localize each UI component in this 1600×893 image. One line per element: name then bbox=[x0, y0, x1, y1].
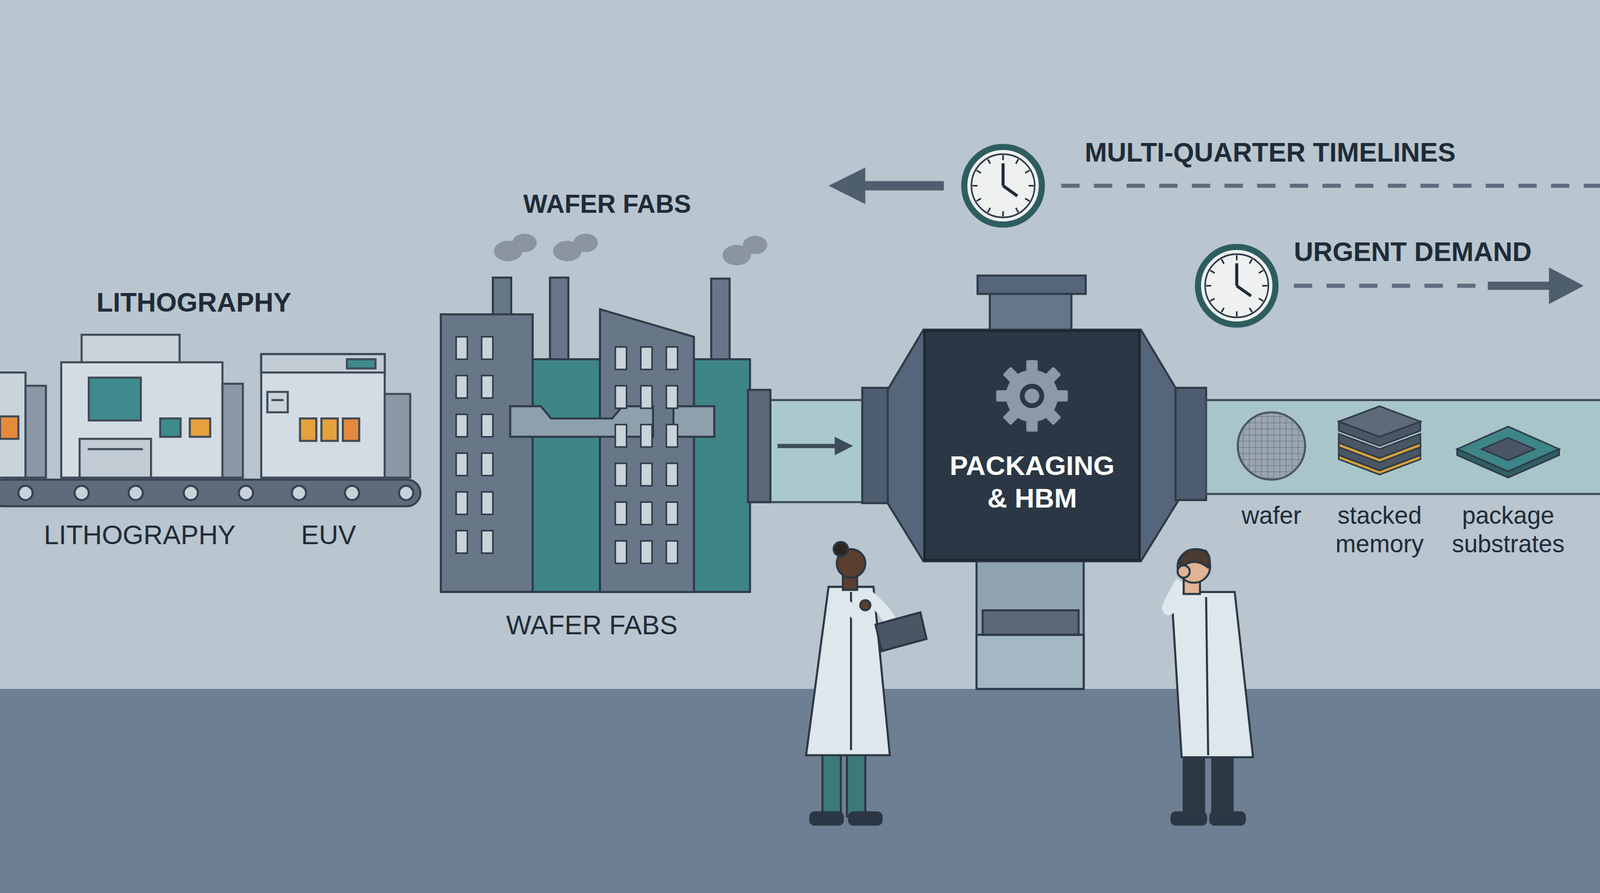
clock-tick bbox=[1236, 311, 1238, 317]
clock-tick bbox=[1221, 308, 1224, 313]
fab-window bbox=[481, 530, 493, 554]
fab-window bbox=[481, 452, 493, 476]
fab-window bbox=[456, 491, 468, 515]
fab-window bbox=[456, 414, 468, 438]
gear-body bbox=[1005, 369, 1059, 423]
wafer-icon bbox=[1234, 409, 1309, 483]
fab-window bbox=[640, 424, 652, 448]
fab-window bbox=[615, 386, 627, 409]
input-pipe bbox=[747, 390, 867, 503]
fab-window bbox=[481, 414, 493, 438]
fab-window bbox=[640, 347, 652, 370]
gear-icon bbox=[991, 355, 1073, 437]
label-text: stacked memory bbox=[1321, 501, 1438, 559]
fab-window bbox=[615, 347, 627, 370]
fab-window bbox=[615, 424, 627, 448]
fab-window bbox=[481, 336, 493, 360]
process-box: PACKAGING & HBM bbox=[923, 329, 1141, 562]
fab-window bbox=[666, 347, 678, 370]
label-text: EUV bbox=[301, 520, 357, 552]
fab-smoke bbox=[493, 233, 767, 266]
label-text: MULTI-QUARTER TIMELINES bbox=[1084, 137, 1456, 169]
label-text: wafer bbox=[1241, 501, 1302, 530]
clock-tick bbox=[1249, 308, 1252, 313]
scientist bbox=[806, 541, 927, 825]
clock-tick bbox=[976, 170, 982, 173]
clock-tick bbox=[1025, 170, 1030, 173]
label-text: WAFER FABS bbox=[523, 188, 691, 219]
fab-window bbox=[666, 463, 678, 487]
fab-window bbox=[666, 386, 678, 409]
litho-machine bbox=[61, 334, 243, 478]
clock-tick bbox=[987, 159, 991, 164]
clock-tick bbox=[1210, 298, 1216, 301]
demand-arrow bbox=[1293, 267, 1584, 305]
conveyor bbox=[0, 479, 421, 507]
package-substrate-icon bbox=[1456, 426, 1560, 478]
clock-tick bbox=[1249, 259, 1252, 264]
fab-window bbox=[615, 540, 627, 564]
label-text: package substrates bbox=[1440, 501, 1576, 559]
clock-tick bbox=[1210, 270, 1216, 273]
fab-window bbox=[456, 530, 468, 554]
fab-window bbox=[640, 540, 652, 564]
fab-window bbox=[666, 502, 678, 525]
gear-hole bbox=[1019, 383, 1045, 409]
clock-icon bbox=[1197, 247, 1275, 325]
fab-window bbox=[640, 502, 652, 525]
fab-window bbox=[456, 452, 468, 476]
wafer-fab bbox=[440, 277, 750, 592]
clock-tick bbox=[1015, 207, 1019, 213]
output-pipe bbox=[1206, 400, 1600, 494]
clock-tick bbox=[1258, 270, 1264, 273]
clock-tick bbox=[1258, 298, 1264, 301]
fab-window bbox=[456, 336, 468, 360]
clock-ticks bbox=[972, 155, 1268, 317]
fab-window bbox=[456, 375, 468, 399]
label-text: LITHOGRAPHY bbox=[96, 287, 292, 319]
fab-window bbox=[615, 463, 627, 487]
timeline-arrow bbox=[828, 167, 1600, 205]
packaging-housing bbox=[862, 275, 1206, 689]
clock-tick bbox=[1262, 284, 1268, 287]
label-text: LITHOGRAPHY bbox=[44, 520, 237, 552]
fab-window bbox=[640, 386, 652, 409]
fab-window bbox=[481, 491, 493, 515]
stacked-memory-icon bbox=[1338, 406, 1421, 475]
clock-tick bbox=[1025, 198, 1030, 201]
litho-machine bbox=[0, 372, 46, 478]
gear-hub bbox=[1025, 388, 1040, 403]
fab-window bbox=[666, 540, 678, 564]
clock-tick bbox=[972, 184, 978, 187]
clock-icon bbox=[964, 147, 1042, 225]
fab-window bbox=[615, 502, 627, 525]
fab-windows bbox=[456, 336, 678, 564]
scientist bbox=[1168, 549, 1253, 825]
fab-window bbox=[481, 375, 493, 399]
node-title: PACKAGING & HBM bbox=[936, 449, 1128, 516]
clock-tick bbox=[976, 198, 982, 201]
fab-window bbox=[666, 424, 678, 448]
clock-tick bbox=[987, 207, 991, 213]
euv-machine bbox=[261, 354, 410, 478]
label-text: URGENT DEMAND bbox=[1293, 236, 1532, 269]
clock-tick bbox=[1002, 211, 1005, 217]
clock-tick bbox=[1221, 259, 1224, 264]
floor bbox=[0, 688, 1600, 893]
label-text: WAFER FABS bbox=[506, 609, 678, 642]
clock-tick bbox=[1028, 184, 1034, 187]
fab-window bbox=[640, 463, 652, 487]
clock-tick bbox=[1002, 155, 1005, 161]
clock-tick bbox=[1236, 255, 1238, 261]
clock-tick bbox=[1015, 159, 1019, 164]
clock-tick bbox=[1206, 284, 1212, 287]
